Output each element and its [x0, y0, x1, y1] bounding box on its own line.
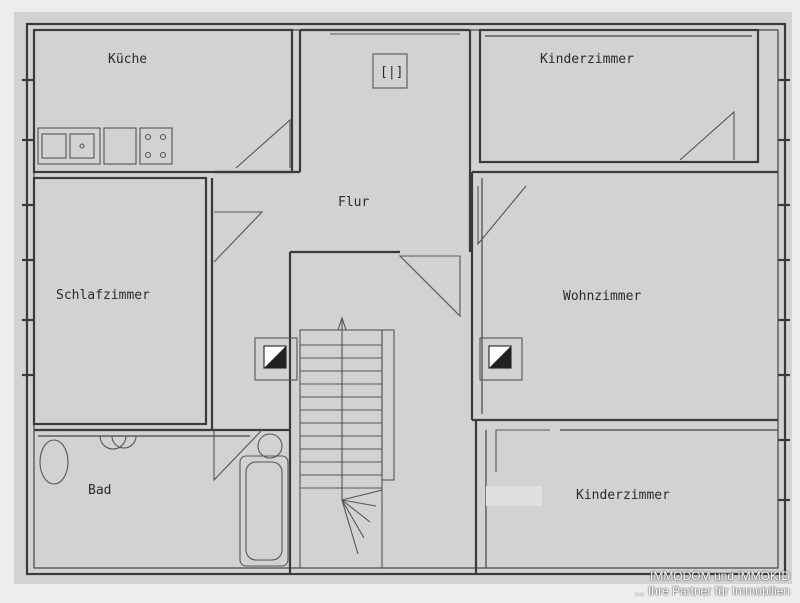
bathroom-fixtures — [39, 433, 289, 567]
room-label-kitchen: Küche — [108, 52, 147, 67]
bathroom-walls — [34, 428, 290, 437]
room-label-bathroom: Bad — [88, 483, 111, 498]
chimney-mark: [|] — [380, 65, 403, 80]
kids-room-top-door-swing — [679, 110, 735, 161]
living-room-walls — [470, 170, 778, 422]
bedroom-walls — [32, 176, 214, 430]
kitchen-door-swing — [235, 118, 291, 169]
scan-patch — [486, 486, 542, 506]
kids-room-bottom-door-swing — [495, 429, 550, 472]
outer-wall — [25, 22, 787, 576]
window-marks — [22, 78, 790, 502]
room-label-living-room: Wohnzimmer — [563, 289, 641, 304]
bedroom-door-swing — [213, 211, 264, 263]
watermark-line-2: ... Ihre Partner für Immobilien — [634, 584, 790, 598]
shaft-symbols — [254, 337, 523, 381]
room-label-kids-room-bottom: Kinderzimmer — [576, 488, 670, 503]
stair-treads — [300, 344, 383, 555]
kitchen-counter — [37, 127, 173, 165]
chimney-symbol: [|] — [372, 53, 408, 89]
plan-paper — [14, 12, 792, 584]
room-label-hallway: Flur — [338, 195, 369, 210]
kitchen-walls — [32, 28, 302, 174]
watermark-line-1: IMMODOM und IMMOKID — [649, 569, 790, 583]
watermark: IMMODOM und IMMOKID ... Ihre Partner für… — [635, 569, 790, 599]
hallway-walls — [288, 28, 472, 574]
hallway-door-right — [398, 255, 461, 318]
room-label-bedroom: Schlafzimmer — [56, 288, 150, 303]
room-label-kids-room-top: Kinderzimmer — [540, 52, 634, 67]
bathroom-door-swing — [213, 429, 263, 482]
kids-room-top-walls — [478, 28, 760, 164]
living-room-door-swing — [477, 185, 527, 246]
